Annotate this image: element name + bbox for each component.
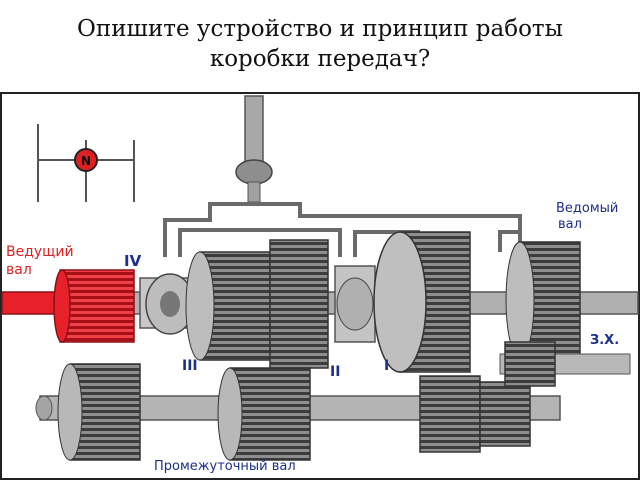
neutral-selector: N [37, 124, 135, 202]
gear-label-iii: III [182, 358, 198, 374]
neutral-mark-circle [74, 148, 98, 172]
countershaft-gear-iii [217, 367, 311, 461]
output-shaft-label-line-1: Ведомый [556, 201, 618, 216]
input-shaft [1, 269, 135, 343]
reverse-gear-label: З.Х. [590, 333, 619, 348]
main-shaft-gear-iii [185, 251, 271, 361]
main-shaft-gear-ii [269, 239, 329, 369]
title-line-2: коробки передач? [209, 46, 431, 72]
countershaft-gear-drive [57, 363, 141, 461]
reverse-idler [499, 341, 631, 387]
input-shaft-label-line-1: Ведущий [6, 244, 74, 260]
gear-label-ii: II [330, 364, 340, 380]
synchro-ii-i [334, 265, 376, 343]
countershaft-end [35, 395, 53, 421]
countershaft-label: Промежуточный вал [154, 459, 296, 474]
slide-title: Опишите устройство и принцип работы коро… [0, 14, 640, 74]
neutral-mark-text: N [81, 154, 91, 168]
input-shaft-label-line-2: вал [6, 262, 32, 278]
title-line-1: Опишите устройство и принцип работы [77, 16, 563, 42]
gear-label-i: I [384, 358, 389, 374]
countershaft-gear-ii [419, 375, 481, 453]
main-shaft-gear-i [373, 231, 471, 373]
gear-label-iv: IV [124, 252, 142, 270]
main-shaft-gear-reverse [505, 241, 581, 359]
gearbox-diagram: N [0, 92, 640, 480]
countershaft-gear-i [479, 381, 531, 447]
shift-lever [235, 95, 273, 203]
output-shaft-label-line-2: вал [558, 217, 582, 232]
